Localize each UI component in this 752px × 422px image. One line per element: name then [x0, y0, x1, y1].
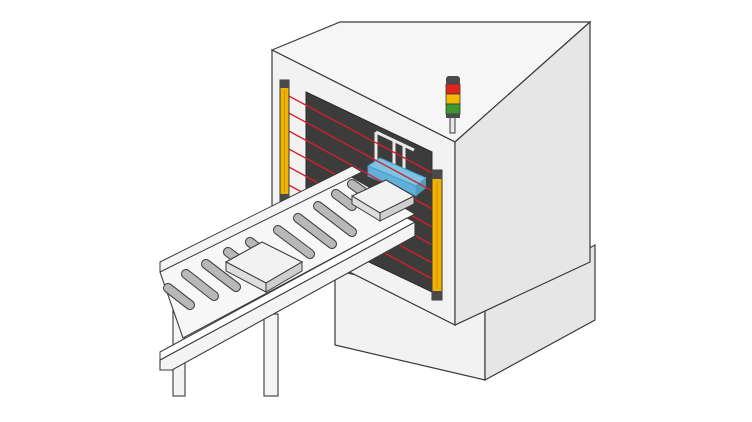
- beam: [286, 94, 439, 177]
- safety-light-curtain-icon: [431, 169, 443, 301]
- package-box-icon: [224, 179, 416, 293]
- machine-side: [454, 20, 591, 326]
- package-side: [265, 261, 303, 293]
- beam: [286, 111, 439, 195]
- signal-red-light: [445, 83, 461, 95]
- conveyor-back-rail: [159, 165, 364, 273]
- signal-yellow-light: [445, 93, 461, 105]
- signal-green-light: [445, 103, 461, 115]
- safety-light-curtain-icon: [279, 79, 290, 203]
- conveyor-rail-top: [159, 217, 417, 361]
- stack-light-icon: [445, 76, 461, 134]
- package-side: [379, 195, 415, 222]
